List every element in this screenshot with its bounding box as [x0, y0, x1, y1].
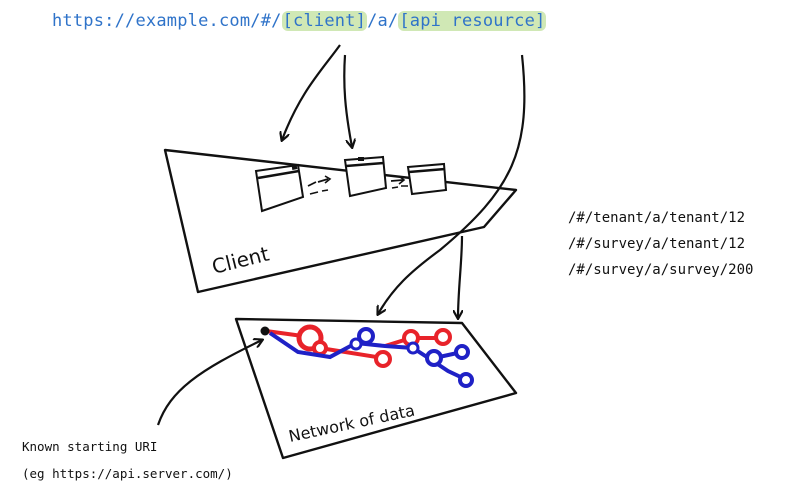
red-node	[374, 350, 392, 368]
url-template: https://example.com/#/[client]/a/[api re…	[52, 11, 547, 31]
red-node	[312, 340, 328, 356]
screen-transition-arrow-1	[307, 178, 329, 187]
known-uri-example: (eg https://api.server.com/)	[22, 466, 233, 481]
red-node	[434, 328, 452, 346]
blue-node	[425, 349, 443, 367]
url-prefix: https://example.com/#/	[52, 11, 282, 31]
blue-node	[406, 341, 420, 355]
blue-node	[454, 344, 470, 360]
screen-transition-dashes-2	[391, 185, 408, 189]
arrow-head-icon	[324, 175, 332, 184]
arrow-api-segment-to-network	[378, 54, 526, 314]
screen-transition-arrow-2	[390, 179, 404, 182]
known-uri-title: Known starting URI	[22, 439, 158, 454]
network-box: Network of data	[234, 317, 518, 460]
blue-node	[357, 327, 375, 345]
blue-resource-path	[268, 327, 474, 388]
blue-node	[458, 372, 474, 388]
route-example: /#/survey/a/survey/200	[568, 262, 754, 278]
client-box: Client	[163, 148, 518, 294]
arrow-client-to-network	[458, 235, 464, 318]
blue-node	[349, 337, 363, 351]
red-resource-path	[265, 324, 452, 368]
route-example: /#/tenant/a/tenant/12	[568, 210, 746, 226]
client-screen-1	[254, 163, 305, 213]
arrow-known-uri-to-start	[156, 340, 262, 426]
client-screen-2	[343, 155, 388, 198]
start-node	[260, 326, 270, 336]
client-screen-3	[406, 162, 448, 196]
route-examples: /#/tenant/a/tenant/12 /#/survey/a/tenant…	[568, 205, 753, 283]
screen-transition-dashes-1	[309, 189, 329, 195]
url-middle: /a/	[367, 11, 399, 31]
url-client-segment: [client]	[281, 11, 368, 31]
arrow-head-icon	[398, 175, 406, 185]
route-example: /#/survey/a/tenant/12	[568, 236, 746, 252]
url-api-segment: [api resource]	[398, 11, 547, 31]
arrow-client-segment-to-client	[282, 44, 341, 140]
arrow-client-segment-to-screen	[343, 54, 352, 147]
known-starting-uri-note: Known starting URI (eg https://api.serve…	[22, 433, 233, 487]
